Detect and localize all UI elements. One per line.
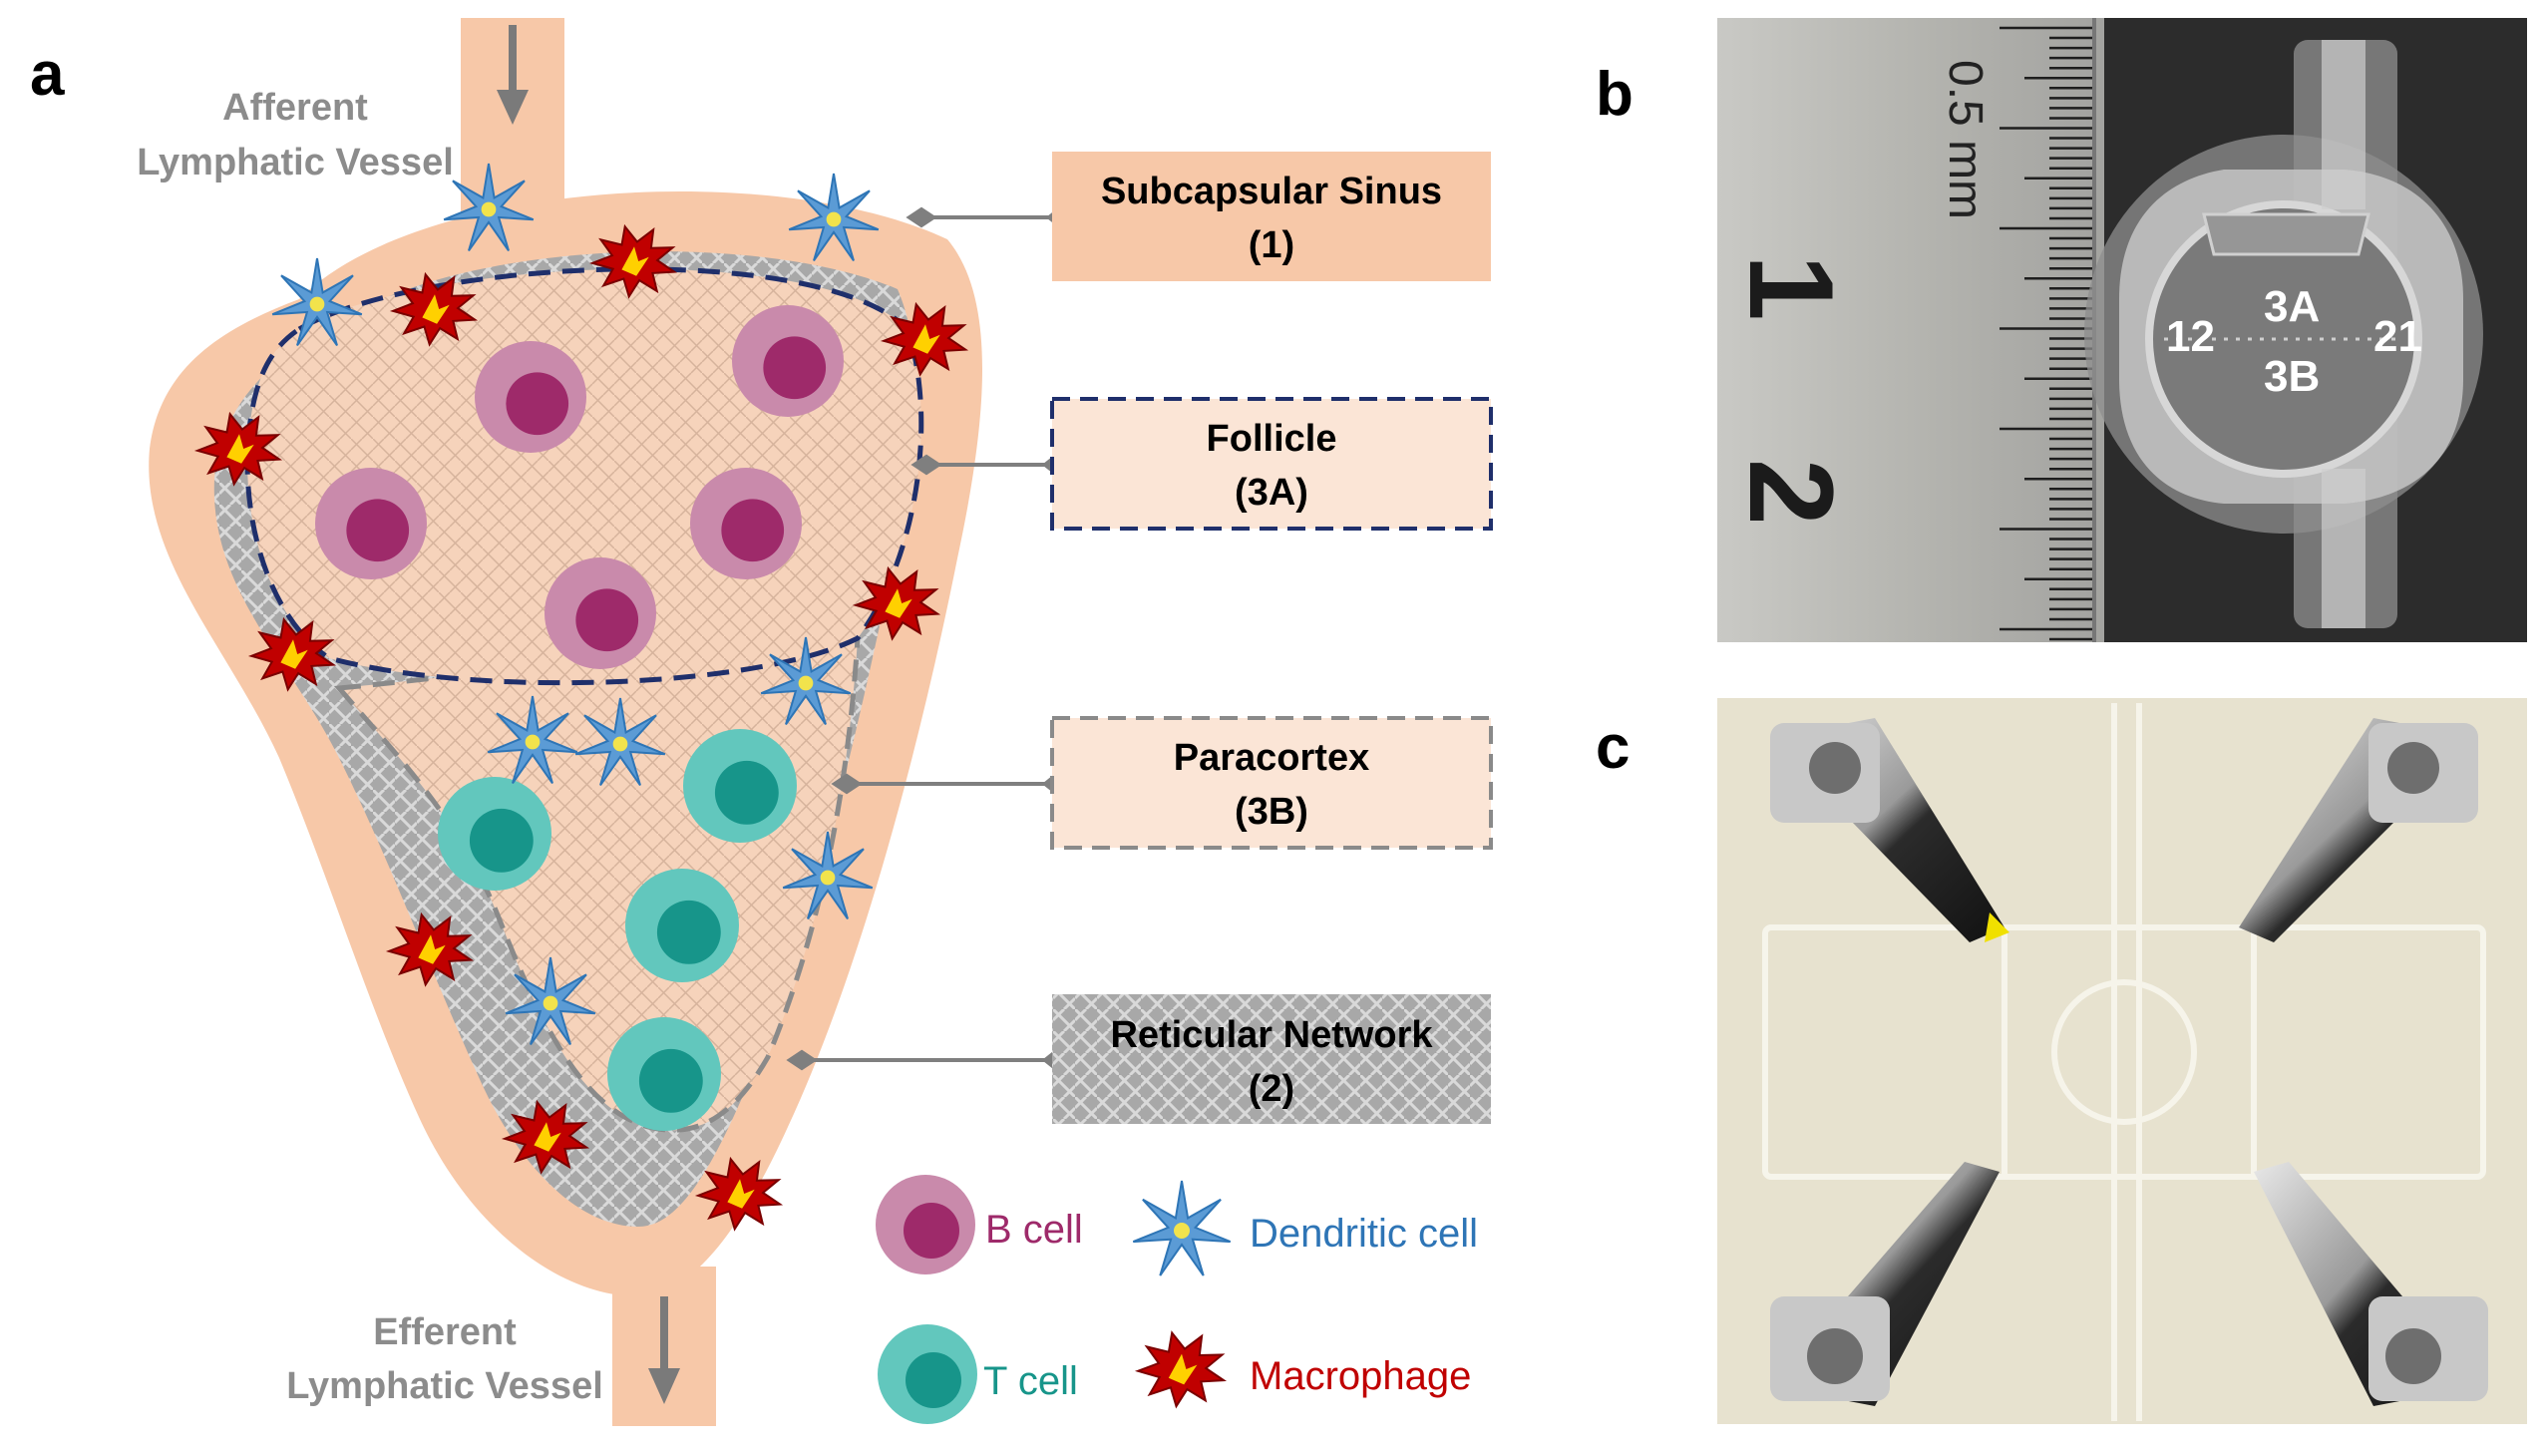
afferent-vessel-label: Afferent Lymphatic Vessel <box>137 87 454 183</box>
macrophage-cell <box>694 1156 784 1232</box>
clip-bottom-left <box>1770 1162 2000 1406</box>
paracortex-label-box <box>1050 716 1493 850</box>
panel-label-c: c <box>1596 713 1630 782</box>
b-cell <box>315 468 427 579</box>
t-cell <box>438 777 551 891</box>
chip-label-top: 3A <box>2264 282 2320 331</box>
legend-dendritic-cell-icon <box>1132 1180 1232 1276</box>
efferent-vessel-label: Efferent Lymphatic Vessel <box>286 1311 603 1407</box>
dendritic-cell <box>574 697 666 786</box>
reticular-label-box <box>1052 994 1491 1124</box>
cell-layer <box>193 163 969 1232</box>
device-outline <box>1762 703 2486 1421</box>
t-cell <box>683 729 797 843</box>
macrophage-cell <box>852 565 941 641</box>
clip-top-left <box>1770 718 2009 942</box>
connector-reticular <box>786 1049 1069 1071</box>
sinus-label-line1: Subcapsular Sinus <box>1101 171 1442 212</box>
macrophage-cell <box>880 301 969 377</box>
ruler-number-2: 2 <box>1724 459 1858 526</box>
macrophage-cell <box>247 616 337 692</box>
legend-macrophage-label: Macrophage <box>1250 1354 1471 1398</box>
dendritic-cell <box>505 956 596 1045</box>
macrophage-cell <box>588 223 678 299</box>
panel-label-a: a <box>30 40 65 109</box>
dendritic-cell <box>782 831 874 919</box>
macrophage-cell <box>501 1099 590 1175</box>
dendritic-cell <box>271 257 363 346</box>
chip-label-bottom: 3B <box>2264 352 2320 401</box>
photo-c <box>1717 698 2527 1424</box>
dendritic-cell <box>760 636 852 725</box>
t-cell <box>625 869 739 982</box>
legend-b-cell-icon <box>876 1175 975 1274</box>
macrophage-cell <box>193 411 283 487</box>
afferent-flow-arrow <box>497 25 529 125</box>
legend <box>876 1175 1232 1424</box>
paracortex-label-line1: Paracortex <box>1174 737 1369 779</box>
sinus-label-line2: (1) <box>1249 224 1294 266</box>
dendritic-cell <box>443 163 535 251</box>
dendritic-cell <box>487 695 578 784</box>
dendritic-cell <box>788 173 880 261</box>
efferent-label-line1: Efferent <box>373 1311 517 1353</box>
legend-t-cell-label: T cell <box>983 1359 1078 1403</box>
steel-ruler <box>1717 18 2104 642</box>
clip-bottom-right <box>2254 1162 2488 1406</box>
b-cell <box>732 305 844 417</box>
efferent-label-line2: Lymphatic Vessel <box>286 1365 603 1407</box>
chip-label-left: 12 <box>2166 312 2215 361</box>
ruler-unit-label: 0.5 mm <box>1939 60 1992 219</box>
reticular-label-line2: (2) <box>1249 1068 1294 1110</box>
legend-b-cell-label: B cell <box>985 1208 1083 1252</box>
chip-label-right: 21 <box>2373 312 2422 361</box>
legend-dendritic-label: Dendritic cell <box>1250 1212 1478 1256</box>
paracortex-label-line2: (3B) <box>1235 791 1308 833</box>
follicle-label-line1: Follicle <box>1207 418 1337 460</box>
legend-macrophage-icon <box>1134 1330 1227 1409</box>
t-cell <box>607 1017 721 1131</box>
macrophage-cell <box>385 911 475 987</box>
macrophage-cell <box>389 271 479 347</box>
follicle-label-box <box>1050 397 1493 531</box>
b-cell <box>545 557 656 669</box>
sinus-label-box <box>1052 152 1491 281</box>
legend-t-cell-icon <box>878 1324 977 1424</box>
photo-b: 0.5 mm 1 2 12 3A 3B 21 <box>1717 18 2527 642</box>
clip-top-right <box>2239 718 2478 942</box>
ruler-number-1: 1 <box>1724 254 1858 321</box>
connector-sinus <box>906 206 1073 228</box>
microfluidic-chip <box>2084 40 2483 628</box>
afferent-label-line1: Afferent <box>222 87 368 129</box>
b-cell <box>475 341 586 453</box>
follicle-label-line2: (3A) <box>1235 472 1308 514</box>
panel-label-b: b <box>1596 60 1634 129</box>
afferent-label-line2: Lymphatic Vessel <box>137 142 454 183</box>
b-cell <box>690 468 802 579</box>
efferent-flow-arrow <box>648 1296 680 1404</box>
reticular-label-line1: Reticular Network <box>1110 1014 1433 1056</box>
